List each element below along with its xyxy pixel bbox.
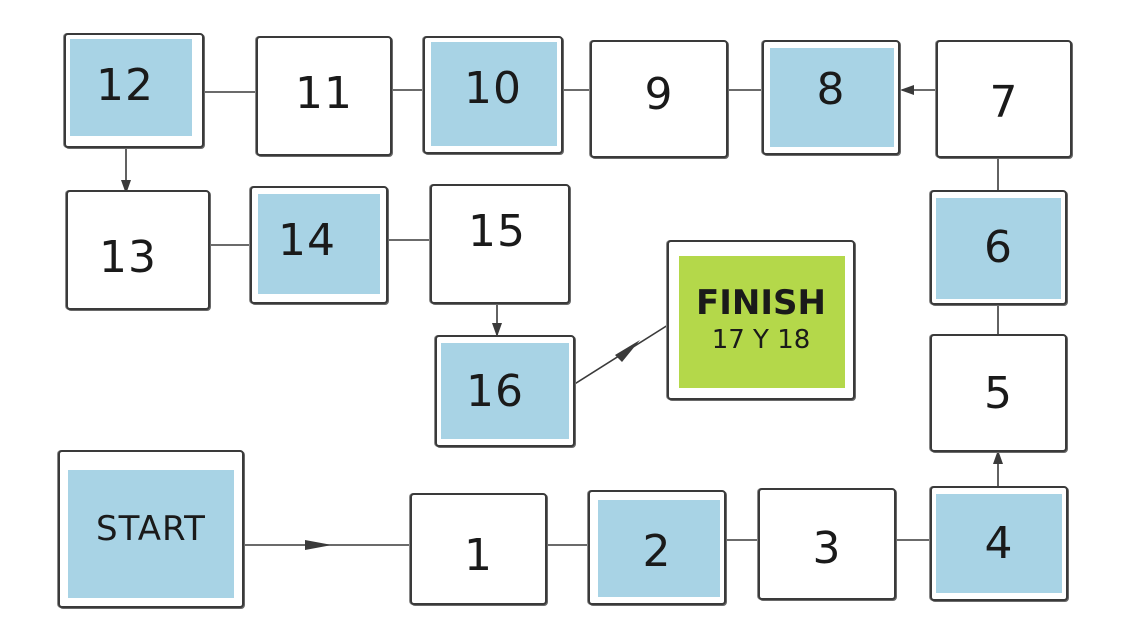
finish-label: FINISH bbox=[696, 283, 826, 323]
square-6[interactable]: 6 bbox=[930, 190, 1067, 305]
square-4-label: 4 bbox=[984, 518, 1014, 569]
square-13[interactable]: 13 bbox=[66, 190, 210, 310]
square-11[interactable]: 11 bbox=[256, 36, 392, 156]
square-3[interactable]: 3 bbox=[758, 488, 896, 600]
square-1-label: 1 bbox=[464, 529, 493, 581]
finish-sublabel: 17 Y 18 bbox=[711, 325, 811, 355]
arrowhead-finish bbox=[615, 340, 640, 362]
square-14-label: 14 bbox=[278, 214, 336, 266]
square-11-label: 11 bbox=[295, 67, 353, 119]
square-10[interactable]: 10 bbox=[423, 36, 563, 154]
start-square[interactable]: START bbox=[58, 450, 244, 608]
square-8[interactable]: 8 bbox=[762, 40, 900, 155]
square-9-label: 9 bbox=[644, 68, 674, 120]
finish-square[interactable]: FINISH 17 Y 18 bbox=[667, 240, 855, 400]
square-16-label: 16 bbox=[466, 365, 524, 417]
square-15[interactable]: 15 bbox=[430, 184, 570, 304]
square-5-label: 5 bbox=[984, 367, 1013, 419]
square-5[interactable]: 5 bbox=[930, 334, 1067, 452]
square-7-label: 7 bbox=[989, 76, 1019, 128]
arrowhead-start bbox=[305, 540, 332, 550]
square-1[interactable]: 1 bbox=[410, 493, 547, 605]
square-12-label: 12 bbox=[96, 60, 154, 111]
square-16[interactable]: 16 bbox=[435, 335, 575, 447]
square-15-label: 15 bbox=[468, 205, 526, 257]
square-6-label: 6 bbox=[984, 222, 1013, 273]
square-3-label: 3 bbox=[812, 522, 842, 574]
square-13-label: 13 bbox=[99, 231, 157, 283]
square-9[interactable]: 9 bbox=[590, 40, 728, 158]
square-4[interactable]: 4 bbox=[930, 486, 1068, 601]
square-14[interactable]: 14 bbox=[250, 186, 388, 304]
square-2[interactable]: 2 bbox=[588, 490, 726, 605]
square-7[interactable]: 7 bbox=[936, 40, 1072, 158]
start-label: START bbox=[96, 509, 206, 549]
square-10-label: 10 bbox=[464, 62, 522, 114]
square-2-label: 2 bbox=[642, 526, 672, 577]
square-8-label: 8 bbox=[816, 64, 846, 115]
square-12[interactable]: 12 bbox=[64, 33, 204, 148]
